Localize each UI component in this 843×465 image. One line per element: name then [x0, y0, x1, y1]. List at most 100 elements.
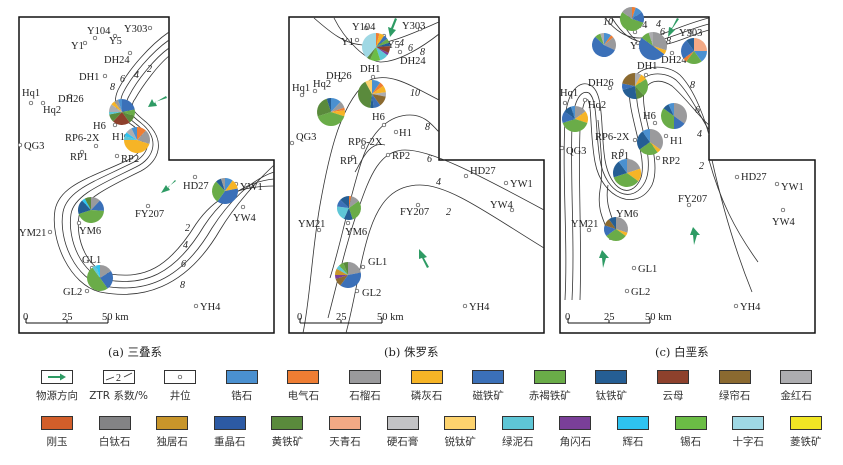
- pie-slice-magnetite: [91, 200, 104, 211]
- well-label: HD27: [741, 172, 767, 183]
- pie-slice-pyrite: [343, 262, 348, 275]
- pie-slice-hematite: [122, 109, 135, 117]
- well-marker-icon: [381, 122, 387, 128]
- well-marker-icon: [393, 129, 399, 135]
- well: H1: [393, 128, 412, 139]
- legend-label: 黄铁矿: [271, 436, 304, 448]
- pie-chart-RP1: [613, 159, 641, 188]
- pie-slice-magnetite: [122, 99, 135, 112]
- pie-chart-Y1: [592, 33, 617, 57]
- pie-slice-ilmenite: [370, 94, 374, 108]
- pie-slice-chlorite: [109, 112, 122, 115]
- well-label: RP2: [121, 154, 139, 165]
- legend-swatch: [41, 416, 73, 430]
- well-label: DH1: [637, 61, 657, 72]
- contour-label: 6: [408, 43, 413, 54]
- legend-swatch: [501, 416, 534, 430]
- well: GL2: [624, 287, 650, 298]
- legend-item-hematite: 赤褐铁矿: [515, 370, 585, 403]
- well-marker-icon: [112, 122, 118, 128]
- pie-slice-hematite: [686, 51, 702, 65]
- pie-slice-apatite: [653, 46, 667, 55]
- well: DH26: [58, 93, 84, 105]
- well-marker-icon: [345, 220, 351, 226]
- pie-slice-garnet: [653, 32, 667, 51]
- pie-slice-apatite: [376, 33, 385, 47]
- pie-slice-chlorite: [336, 265, 348, 275]
- pie-slice-zircon: [570, 106, 575, 119]
- legend-item-garnet: 石榴石: [330, 370, 400, 403]
- pie-slice-apatite: [111, 101, 122, 112]
- well: YH4: [462, 302, 490, 313]
- legend-swatch: [657, 370, 689, 384]
- legend-item-chlorite: 绿泥石: [483, 416, 553, 449]
- pie-slice-apatite: [627, 168, 641, 182]
- pie-slice-ilmenite: [622, 86, 637, 100]
- legend-swatch: [98, 416, 131, 430]
- legend-label: 独居石: [156, 436, 188, 448]
- well: YM6: [76, 220, 101, 237]
- pie-slice-tourmaline: [331, 107, 345, 112]
- legend-item-apatite: 磷灰石: [392, 370, 462, 403]
- well-label: YW4: [233, 213, 256, 224]
- pie-slice-zircon: [372, 79, 381, 94]
- well-marker-icon: [632, 137, 638, 143]
- legend-label: 锐钛矿: [444, 436, 476, 448]
- well: Y1: [71, 40, 88, 52]
- pie-slice-magnetite: [632, 11, 644, 23]
- well: Hq1: [560, 88, 578, 106]
- contour-label: 2: [699, 161, 704, 172]
- pie-slice-ilmenite: [613, 161, 627, 178]
- legend-item-pyrite: 黄铁矿: [252, 416, 322, 449]
- pie-chart-H6: [109, 99, 135, 126]
- legend-item-kyanite: 天青石: [310, 416, 380, 449]
- contour-labels: 8 6 4 2 2 4 6 8: [110, 64, 190, 291]
- provenance-arrow-icon: [161, 180, 176, 193]
- legend-label: 赤褐铁矿: [528, 390, 571, 402]
- well-label: Y1: [630, 41, 643, 52]
- well-label: RP2: [392, 151, 410, 162]
- legend-swatch: [386, 416, 419, 430]
- pie-slice-hornblende: [376, 47, 389, 56]
- well-label: YM21: [571, 219, 598, 230]
- well: YH4: [193, 302, 221, 313]
- pie-slice-zircon: [225, 178, 233, 191]
- pie-slice-zircon: [694, 51, 707, 62]
- well: DH26: [326, 71, 352, 83]
- pie-slice-kyanite: [694, 38, 707, 51]
- pie-slice-pyroxene: [95, 265, 100, 278]
- legend-item-hornblende: 角闪石: [540, 416, 610, 449]
- well-marker-icon: [607, 85, 613, 91]
- panel-border: [288, 16, 545, 334]
- pie-slice-hematite: [87, 267, 108, 291]
- well-marker-icon: [360, 264, 366, 270]
- well-marker-icon: [299, 92, 305, 98]
- pie-slice-hematite: [562, 119, 588, 132]
- legend-swatch: [472, 370, 505, 384]
- contour-labels: 10 4 6 8 8 6 4 2: [603, 17, 704, 172]
- well-label: FY207: [400, 207, 429, 218]
- svg-text:2: 2: [116, 373, 121, 383]
- legend-swatch: [674, 416, 707, 430]
- well-label: Hq2: [588, 100, 606, 111]
- well: YW1: [774, 181, 804, 193]
- legend-label: 绿帘石: [718, 390, 751, 402]
- well-label: YH4: [469, 302, 490, 313]
- well-label: DH24: [400, 56, 426, 67]
- legend-contour-icon: 2: [102, 370, 135, 384]
- scale-tick: 0: [23, 312, 28, 323]
- provenance-arrow-icon: [419, 249, 429, 268]
- well-label: H6: [93, 121, 106, 132]
- well-label: GL2: [362, 288, 381, 299]
- pie-chart-YM6: [78, 196, 104, 223]
- pie-slice-garnet: [331, 101, 345, 112]
- well-label: Hq2: [313, 79, 331, 90]
- pie-slice-rutile: [600, 33, 604, 45]
- pie-slice-rutile: [635, 73, 642, 86]
- pie-slice-magnetite: [376, 35, 388, 47]
- well-label: YM21: [298, 219, 325, 230]
- well-marker-icon: [145, 203, 151, 209]
- legend-swatch: [410, 370, 443, 384]
- pie-slice-mica: [376, 46, 390, 53]
